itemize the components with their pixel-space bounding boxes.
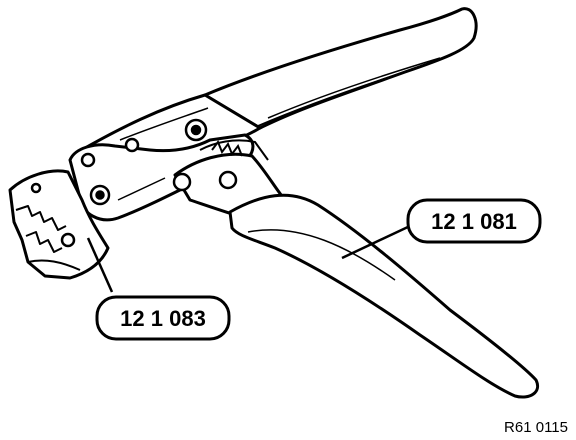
leader-lines	[86, 224, 411, 293]
pivot-rivets	[30, 118, 238, 248]
callout-label-tool-b: 12 1 081	[431, 209, 517, 234]
rivet-upper-left	[80, 152, 96, 168]
callout-label-tool-a: 12 1 083	[120, 306, 206, 331]
rivet-head	[30, 182, 42, 194]
callout-tool-a: 12 1 083	[95, 295, 231, 341]
rivet-mid	[172, 172, 192, 192]
callout-box-tool-b	[406, 198, 542, 244]
lower-handle	[228, 193, 539, 399]
return-spring	[211, 139, 243, 157]
leader-tool-b	[341, 224, 411, 260]
upper-handle	[203, 7, 478, 130]
rivet-upper-small	[124, 137, 140, 153]
callout-tool-b: 12 1 081	[406, 198, 542, 244]
callout-box-tool-a	[95, 295, 231, 341]
rivet-die	[60, 232, 76, 248]
figure-reference: R61 0115	[504, 419, 568, 436]
rivet-spring	[218, 170, 238, 190]
linkage-plate	[68, 133, 255, 222]
crimp-jaw	[8, 169, 110, 280]
leader-tool-a	[86, 237, 114, 293]
